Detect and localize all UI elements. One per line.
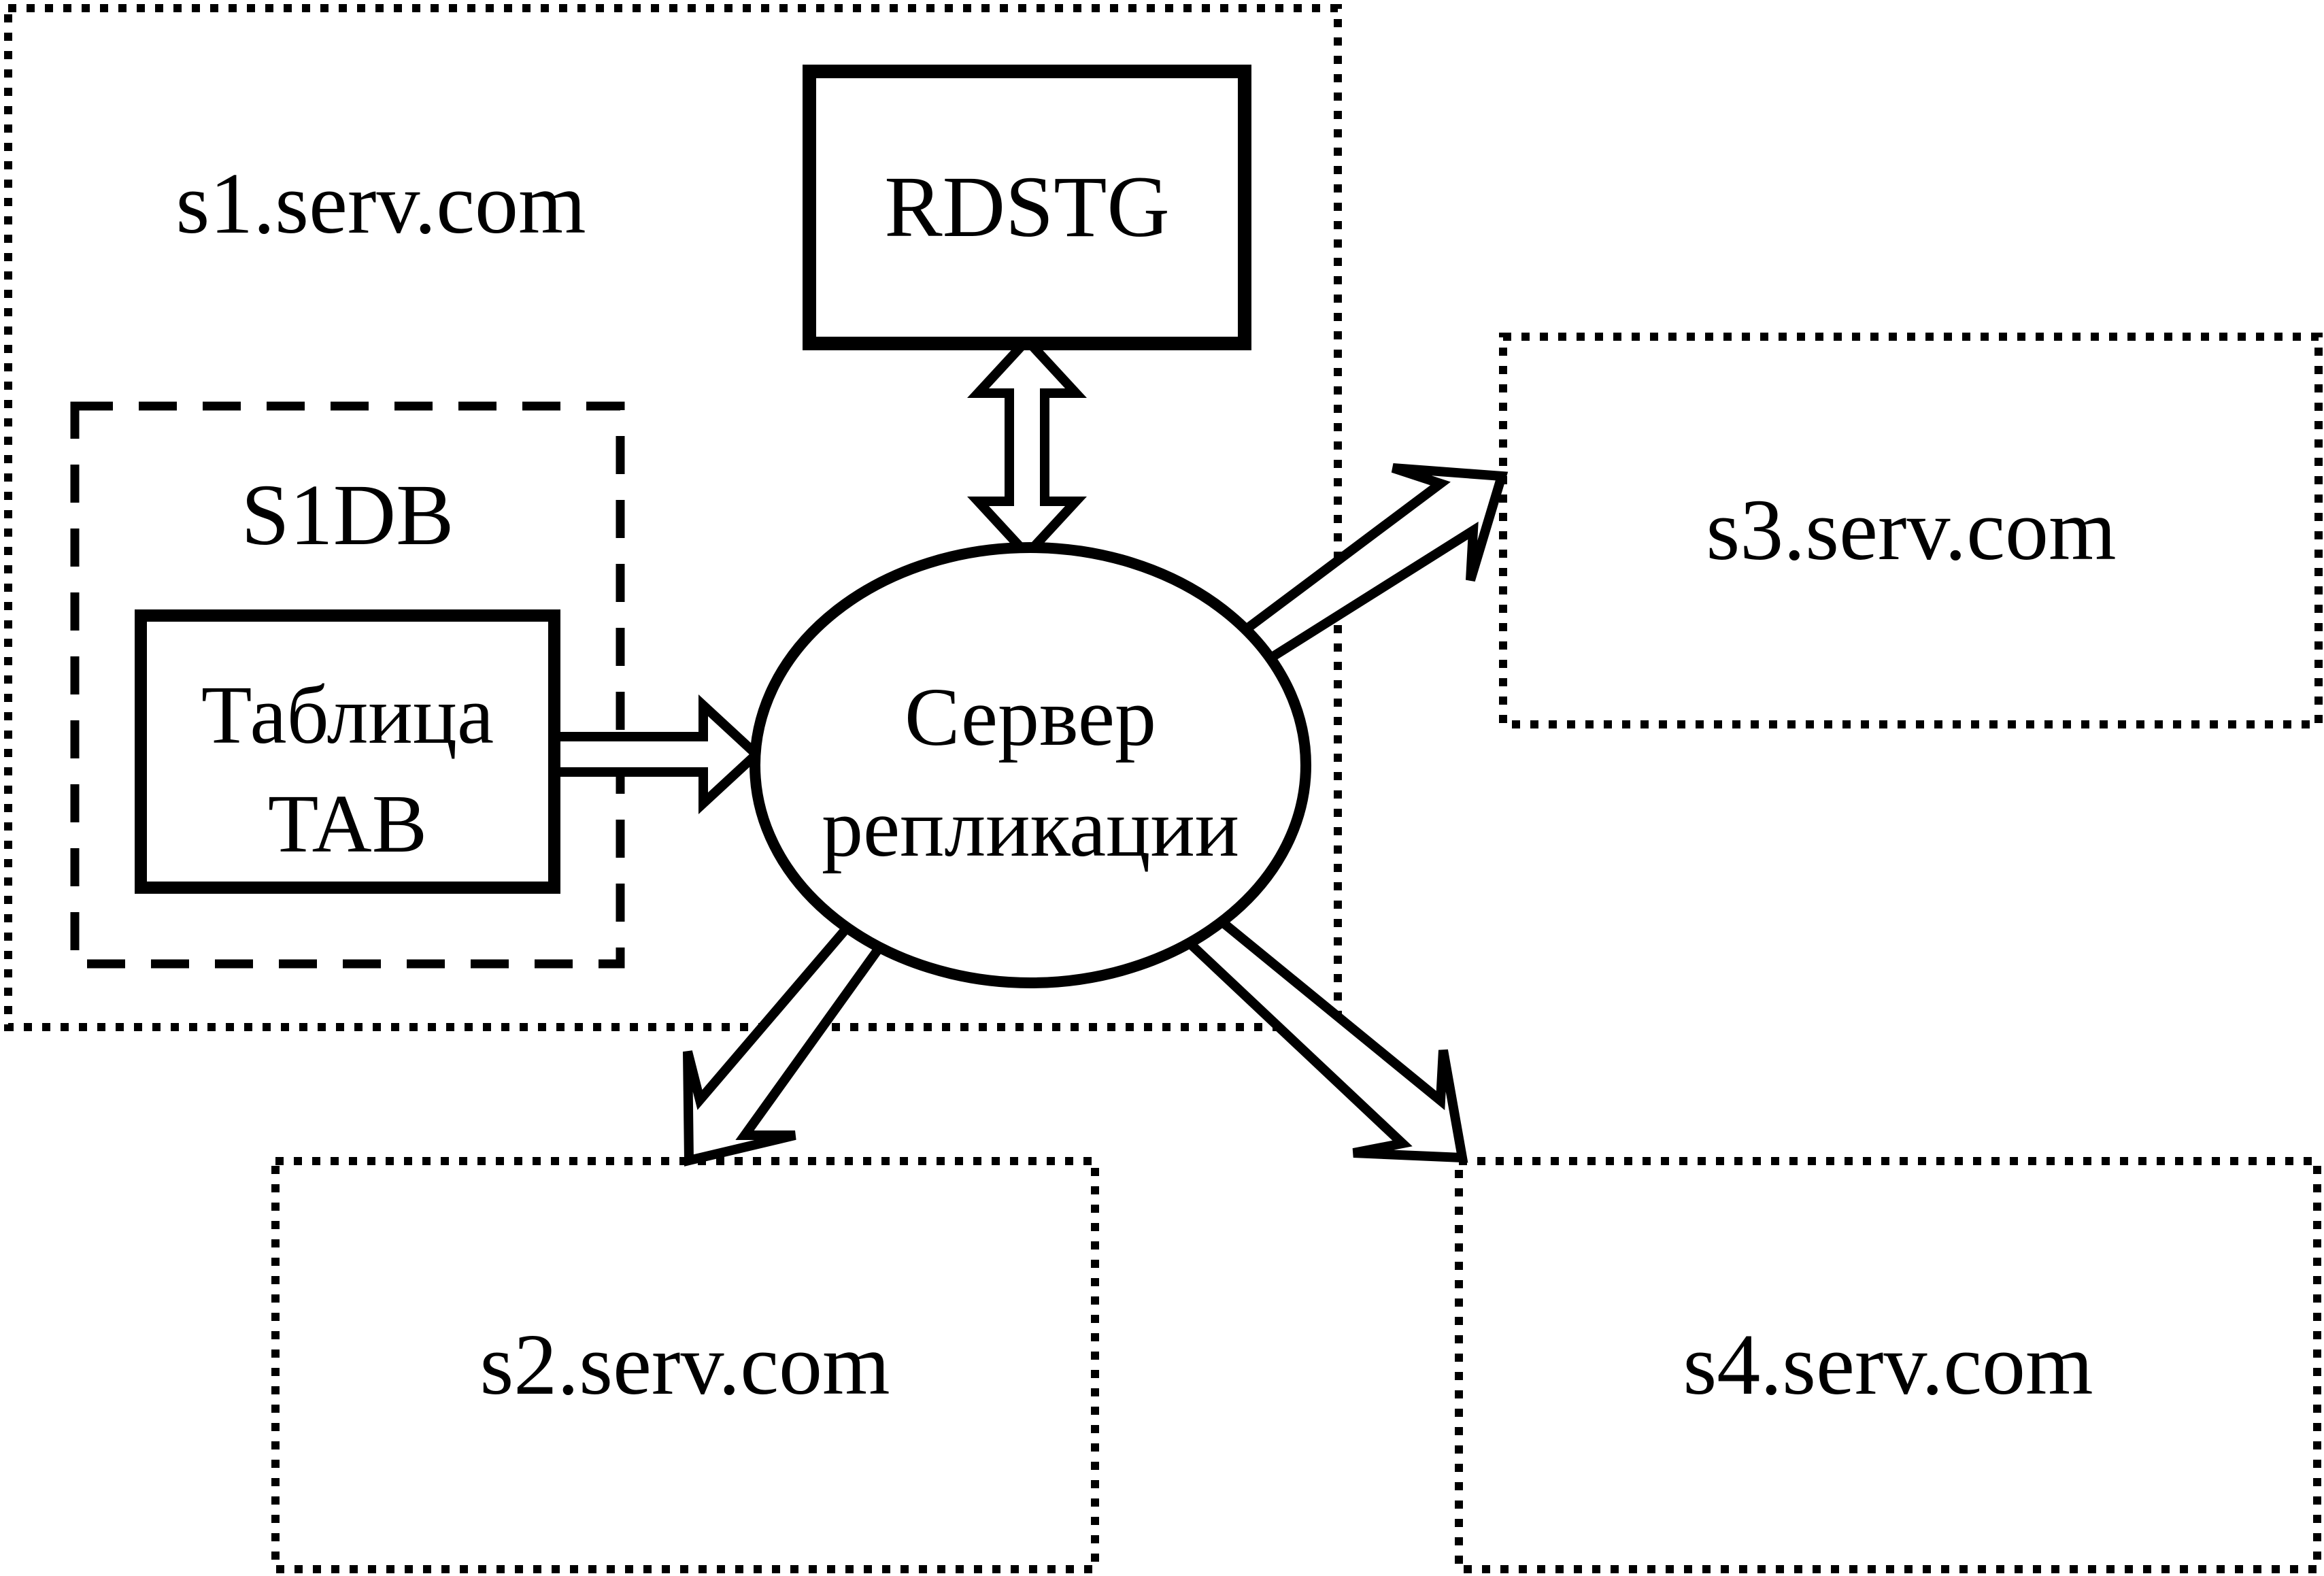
table-tab-box <box>135 609 560 894</box>
table-tab-label-line1: Таблица <box>201 669 494 761</box>
rdstg-label: RDSTG <box>884 158 1170 255</box>
arrow-rdstg-replication-icon <box>967 333 1087 562</box>
server3-label: s3.serv.com <box>1706 482 2116 578</box>
arrow-replication-to-s3-icon <box>1228 463 1509 675</box>
arrow-replication-to-s4-icon <box>1178 905 1468 1163</box>
server1-label: s1.serv.com <box>175 155 586 252</box>
replication-server-ellipse <box>750 542 1311 988</box>
server2-label: s2.serv.com <box>479 1316 890 1413</box>
server3-box <box>1499 333 2323 728</box>
s1db-label: S1DB <box>241 467 454 563</box>
s1db-box <box>70 401 625 969</box>
replication-server-label-line1: Сервер <box>905 671 1156 763</box>
table-tab-label-line2: TAB <box>268 778 427 870</box>
server4-box <box>1455 1157 2321 1573</box>
server1-box <box>4 4 1342 1031</box>
arrow-table-to-replication-icon <box>539 694 764 814</box>
server4-label: s4.serv.com <box>1683 1316 2093 1413</box>
rdstg-box <box>803 65 1251 350</box>
replication-server-label-line2: репликации <box>822 782 1239 874</box>
arrow-replication-to-s2-icon <box>683 910 892 1167</box>
